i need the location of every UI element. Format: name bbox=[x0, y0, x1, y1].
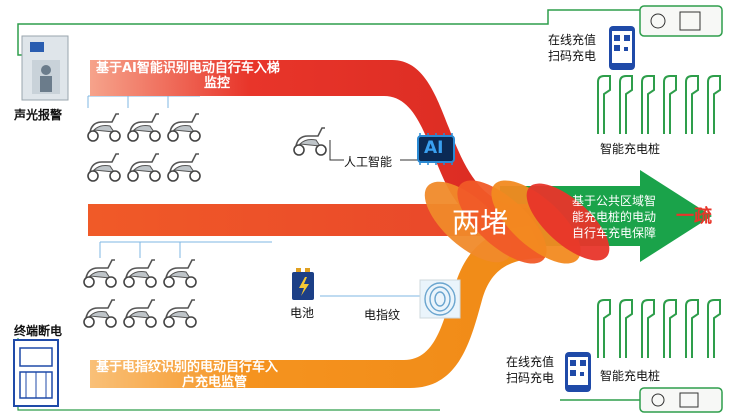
charging-post-icon bbox=[641, 75, 655, 134]
scooter-icon bbox=[123, 259, 157, 288]
center-label: 两堵 bbox=[452, 206, 509, 239]
scooter-icon bbox=[127, 153, 161, 182]
cutoff-label: 终端断电 bbox=[14, 324, 63, 338]
scooter-icon bbox=[83, 299, 117, 328]
top-band-line2: 监控 bbox=[204, 76, 231, 91]
cutoff-panel-icon bbox=[13, 339, 59, 407]
ai-chip-text: AI bbox=[424, 138, 444, 158]
charger-bottom-label: 智能充电桩 bbox=[600, 369, 661, 383]
top-band-title: 基于AI智能识别电动自行车入梯 监控 bbox=[96, 61, 280, 91]
charging-post-icon bbox=[685, 75, 699, 134]
scooter-icon bbox=[123, 299, 157, 328]
scooter-icon bbox=[83, 259, 117, 288]
charging-post-icon bbox=[597, 75, 611, 134]
charging-post-icon bbox=[707, 299, 721, 358]
scooter-icon bbox=[87, 153, 121, 182]
top-band bbox=[90, 60, 545, 240]
charging-post-icon bbox=[685, 299, 699, 358]
charging-post-icon bbox=[619, 75, 633, 134]
bottom-band bbox=[90, 226, 545, 388]
battery-icon bbox=[292, 268, 314, 300]
charging-post-icon bbox=[619, 299, 633, 358]
fingerprint-label: 电指纹 bbox=[364, 308, 401, 322]
charger-device-bottom bbox=[639, 387, 723, 413]
scooter-icons bbox=[83, 113, 327, 328]
alarm-label: 声光报警 bbox=[14, 108, 63, 122]
arrow-text-line2: 能充电桩的电动 bbox=[572, 210, 657, 224]
charger-bottom-qr-line1: 在线充值 bbox=[506, 355, 555, 369]
charger-top-qr-line2: 扫码充电 bbox=[548, 49, 597, 63]
scooter-icon bbox=[293, 127, 327, 156]
charger-bottom-qr-text: 在线充值 扫码充电 bbox=[506, 354, 554, 386]
charger-top-qr-line1: 在线充值 bbox=[548, 33, 597, 47]
charger-top-qr-text: 在线充值 扫码充电 bbox=[548, 32, 596, 64]
charging-post-icon bbox=[641, 299, 655, 358]
phone-qr-bottom-icon bbox=[565, 352, 591, 392]
arrow-text-line3: 自行车充电保障 bbox=[572, 226, 657, 240]
scooter-icon bbox=[167, 113, 201, 142]
ai-chip-icon bbox=[417, 133, 455, 165]
manual-label: 人工智能 bbox=[344, 155, 393, 169]
scooter-icon bbox=[163, 259, 197, 288]
alarm-icon bbox=[21, 35, 69, 101]
charging-post-icon bbox=[707, 75, 721, 134]
charging-post-icon bbox=[663, 75, 677, 134]
top-band-line1: 基于AI智能识别电动自行车入梯 bbox=[96, 61, 280, 76]
phone-qr-top-icon bbox=[609, 26, 635, 70]
bottom-band-line2: 户充电监管 bbox=[182, 375, 248, 390]
scooter-icon bbox=[163, 299, 197, 328]
arrow-text: 基于公共区域智 能充电桩的电动 自行车充电保障 bbox=[572, 193, 656, 241]
charger-bottom-qr-line2: 扫码充电 bbox=[506, 371, 555, 385]
bottom-band-title: 基于电指纹识别的电动自行车入 户充电监管 bbox=[96, 360, 278, 390]
scooter-icon bbox=[167, 153, 201, 182]
arrow-text-line1: 基于公共区域智 bbox=[572, 194, 657, 208]
right-label: 一疏 bbox=[676, 206, 712, 227]
charger-device-top bbox=[639, 5, 723, 37]
battery-label: 电池 bbox=[290, 306, 315, 320]
charger-top-label: 智能充电桩 bbox=[600, 142, 661, 156]
charging-post-icon bbox=[663, 299, 677, 358]
bottom-band-line1: 基于电指纹识别的电动自行车入 bbox=[96, 360, 279, 375]
charging-post-icon bbox=[597, 299, 611, 358]
twist-rings bbox=[424, 180, 610, 264]
charging-post-icons bbox=[597, 75, 721, 358]
fingerprint-icon bbox=[419, 279, 461, 319]
scooter-icon bbox=[87, 113, 121, 142]
scooter-icon bbox=[127, 113, 161, 142]
